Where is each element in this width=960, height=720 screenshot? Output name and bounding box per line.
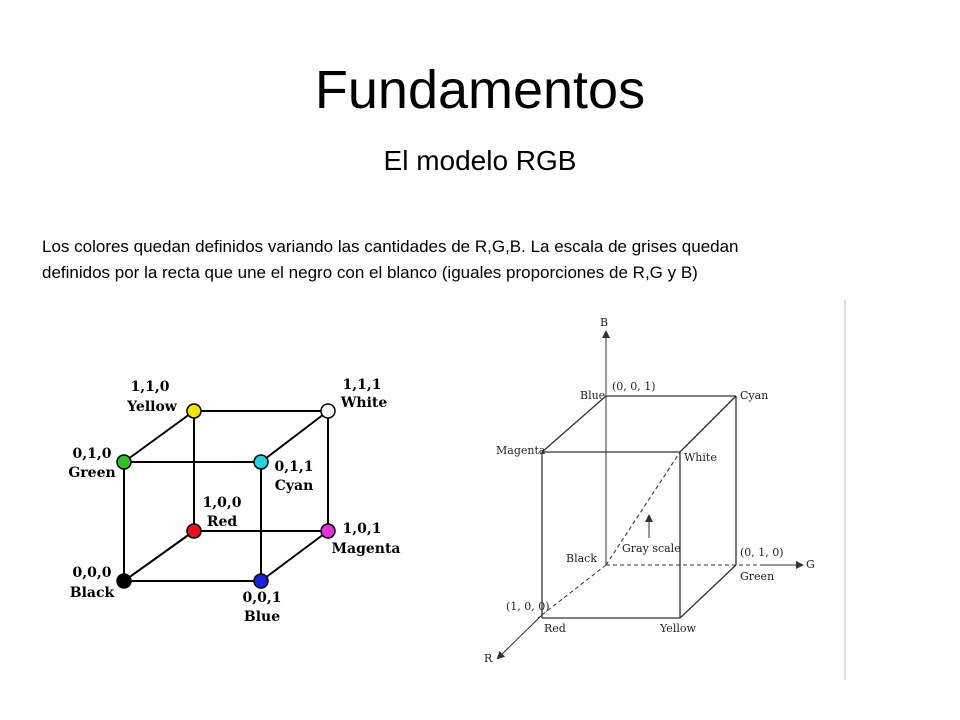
rgb-cube-axes-diagram: B G R Blue (0, 0, 1) Cyan Magenta White … — [484, 300, 846, 680]
vertex-red — [186, 523, 202, 539]
axes-cube-edges — [541, 395, 737, 619]
cube-vertices — [116, 403, 336, 589]
cyan-label: Cyan — [740, 389, 768, 402]
slide-description: Los colores quedan definidos variando la… — [42, 234, 942, 286]
label-magenta-name: Magenta — [332, 541, 401, 557]
label-yellow-name: Yellow — [126, 399, 178, 415]
vertex-green — [116, 454, 132, 470]
magenta-label: Magenta — [496, 444, 546, 457]
white-label: White — [684, 451, 717, 464]
edge-yellow-green — [123, 410, 195, 463]
label-magenta-coord: 1,0,1 — [343, 521, 382, 537]
vertex-magenta — [320, 523, 336, 539]
label-red-coord: 1,0,0 — [203, 495, 242, 511]
label-blue-name: Blue — [244, 609, 280, 625]
vertex-white — [320, 403, 336, 419]
label-black-coord: 0,0,0 — [73, 565, 112, 581]
vertex-blue — [253, 573, 269, 589]
axis-r-label: R — [484, 652, 493, 665]
edge-red-black — [123, 530, 195, 582]
gray-scale-label: Gray scale — [622, 542, 681, 555]
edge-cyan-white — [679, 395, 737, 453]
label-green-name: Green — [68, 465, 115, 481]
red-label: Red — [544, 622, 566, 635]
label-green-coord: 0,1,0 — [73, 446, 112, 462]
label-cyan-coord: 0,1,1 — [275, 459, 314, 475]
vertex-black — [116, 573, 132, 589]
vertex-cyan — [253, 454, 269, 470]
label-red-name: Red — [207, 514, 238, 530]
axis-g-label: G — [806, 558, 815, 571]
axis-b-label: B — [600, 316, 608, 329]
axis-r-arrow — [496, 614, 543, 660]
slide-title: Fundamentos — [314, 60, 646, 120]
vertex-yellow — [186, 403, 202, 419]
slide-subtitle: El modelo RGB — [383, 145, 577, 176]
label-white-name: White — [340, 395, 388, 411]
label-black-name: Black — [70, 585, 115, 601]
green-coord: (0, 1, 0) — [740, 546, 784, 559]
rgb-cube-colored-diagram: 1,1,0 Yellow 1,1,1 White 0,1,0 Green 0,1… — [68, 377, 401, 625]
edge-white-cyan — [260, 410, 329, 463]
black-label: Black — [566, 552, 597, 565]
axis-r-line — [537, 564, 607, 619]
edge-magenta-blue — [260, 530, 329, 582]
blue-label: Blue — [580, 389, 605, 402]
green-label: Green — [740, 570, 774, 583]
description-line-1: Los colores quedan definidos variando la… — [42, 237, 739, 256]
edge-green-yellow — [679, 564, 737, 619]
cube-edges — [123, 410, 329, 582]
gray-scale-diagonal — [605, 451, 681, 566]
blue-coord: (0, 0, 1) — [612, 380, 656, 393]
label-blue-coord: 0,0,1 — [243, 590, 282, 606]
label-yellow-coord: 1,1,0 — [131, 379, 170, 395]
edge-blue-magenta — [541, 395, 607, 453]
red-coord: (1, 0, 0) — [506, 600, 550, 613]
description-line-2: definidos por la recta que une el negro … — [42, 263, 698, 282]
label-white-coord: 1,1,1 — [343, 377, 382, 393]
label-cyan-name: Cyan — [275, 478, 314, 494]
yellow-label: Yellow — [659, 622, 696, 635]
